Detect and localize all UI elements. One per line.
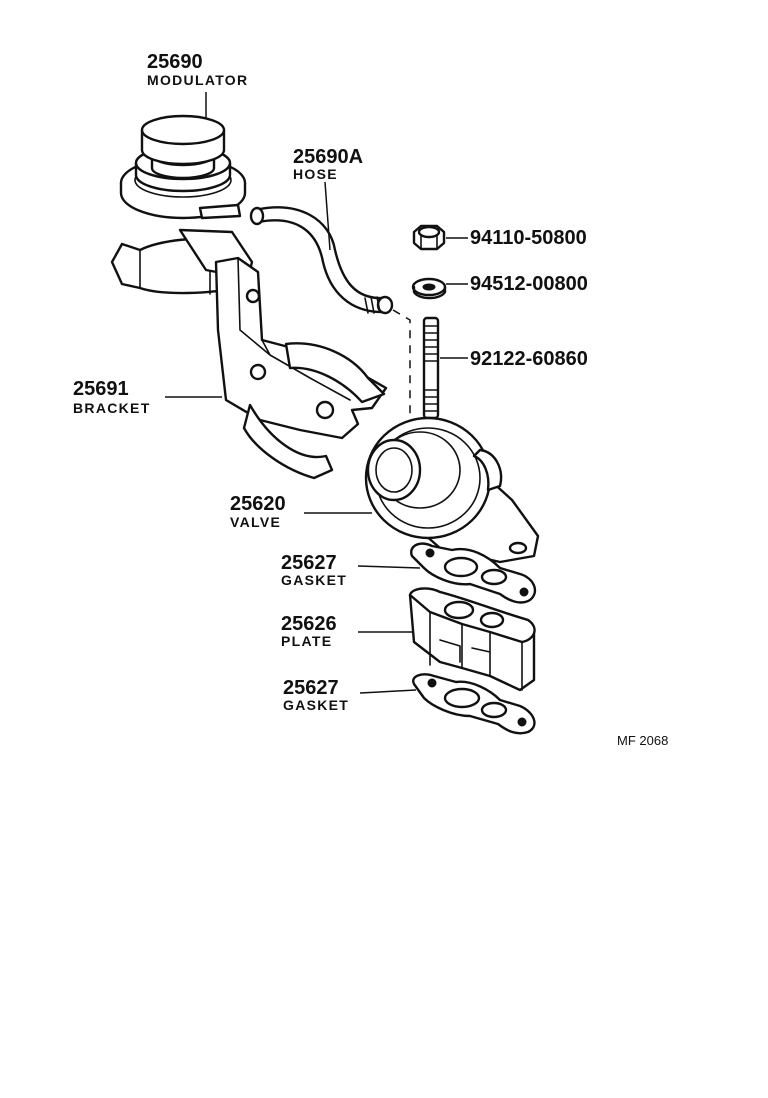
part-number: 25691 <box>73 378 129 400</box>
plate-drawing <box>408 587 536 692</box>
part-number: 92122-60860 <box>470 348 588 370</box>
part-number: 25620 <box>230 493 286 515</box>
part-number: 94512-00800 <box>470 273 588 295</box>
label-gasket-lower: 25627 GASKET <box>283 677 349 713</box>
part-number: 25626 <box>281 613 337 635</box>
bracket-drawing <box>110 228 388 480</box>
part-number: 25627 <box>281 552 337 574</box>
label-gasket-upper: 25627 GASKET <box>281 552 347 588</box>
leader-lines <box>165 92 468 694</box>
part-name: HOSE <box>293 166 338 182</box>
nut-drawing <box>412 224 446 251</box>
gasket-upper-drawing <box>410 542 537 604</box>
valve-drawing <box>364 416 540 564</box>
part-name: PLATE <box>281 633 332 649</box>
hose-drawing <box>249 206 394 315</box>
label-valve: 25620 VALVE <box>230 493 286 530</box>
part-number: 25690A <box>293 146 363 168</box>
washer-drawing <box>411 277 447 300</box>
part-name: MODULATOR <box>147 72 248 88</box>
label-washer: 94512-00800 <box>470 273 588 295</box>
part-name: VALVE <box>230 514 281 530</box>
gasket-lower-drawing <box>412 673 536 735</box>
part-name: GASKET <box>281 572 347 588</box>
label-hose: 25690A HOSE <box>293 146 363 182</box>
part-number: 25690 <box>147 51 203 73</box>
stud-drawing <box>422 316 440 420</box>
modulator-drawing <box>119 114 247 220</box>
label-modulator: 25690 MODULATOR <box>147 51 248 88</box>
label-nut: 94110-50800 <box>470 227 587 249</box>
part-name: GASKET <box>283 697 349 713</box>
part-name: BRACKET <box>73 400 151 416</box>
label-stud: 92122-60860 <box>470 348 588 370</box>
label-bracket: 25691 BRACKET <box>73 378 151 416</box>
diagram-reference: MF 2068 <box>617 733 668 748</box>
part-number: 94110-50800 <box>470 227 587 249</box>
part-number: 25627 <box>283 677 339 699</box>
label-plate: 25626 PLATE <box>281 613 337 649</box>
